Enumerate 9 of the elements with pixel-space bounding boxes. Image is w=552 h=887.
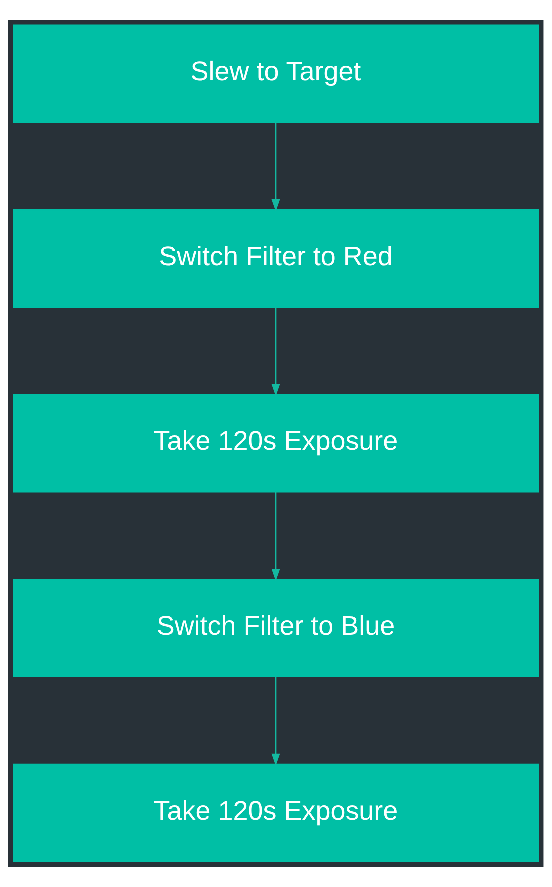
arrow bbox=[272, 122, 280, 212]
node-box: Switch Filter to Blue bbox=[13, 579, 539, 678]
node-box: Switch Filter to Red bbox=[13, 210, 539, 308]
node-box: Take 120s Exposure bbox=[13, 764, 539, 862]
node-box: Slew to Target bbox=[13, 24, 539, 124]
arrow bbox=[272, 492, 280, 582]
arrow bbox=[272, 307, 280, 396]
node-box: Take 120s Exposure bbox=[13, 394, 539, 493]
arrow bbox=[272, 677, 280, 766]
